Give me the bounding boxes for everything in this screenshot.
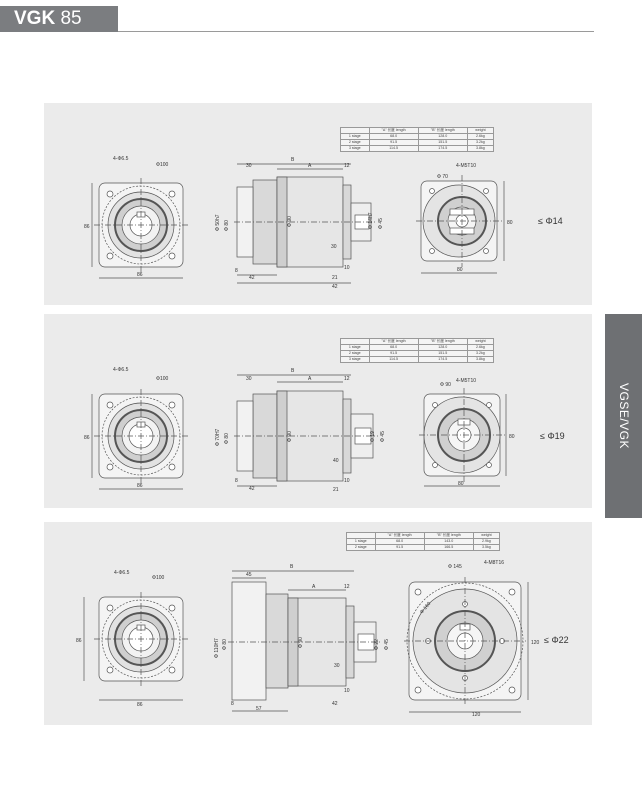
dim-10: 10 xyxy=(344,688,350,694)
dim-12: 12 xyxy=(344,163,350,169)
dim-42b: 42 xyxy=(332,284,338,290)
rear-view xyxy=(404,577,529,713)
side-view xyxy=(234,374,378,487)
dim-21: 21 xyxy=(332,275,338,281)
technical-drawing: 4-Φ6.5 Φ100 86 86 B A 30 12 Φ 50h7 Φ 80 … xyxy=(84,156,513,290)
pilot-dia: Φ 70H7 xyxy=(215,428,221,446)
pcd-label: Φ100 xyxy=(152,575,165,581)
side-dim: 86 xyxy=(76,638,82,644)
series-title: VGK 85 xyxy=(0,6,118,32)
bottom-dim: 86 xyxy=(137,272,143,278)
rear-view xyxy=(419,388,507,487)
dim-8: 8 xyxy=(235,478,238,484)
dia-90: Φ 90 xyxy=(287,216,293,227)
rear-bottom-dim: 120 xyxy=(472,712,481,718)
side-view xyxy=(234,163,376,284)
header-rule xyxy=(118,31,594,32)
dim-42: 42 xyxy=(332,701,338,707)
dim-30b: 30 xyxy=(331,244,337,250)
dim-10: 10 xyxy=(344,478,350,484)
dim-30: 30 xyxy=(334,663,340,669)
dia-90: Φ 90 xyxy=(287,431,293,442)
rear-bottom-dim: 80 xyxy=(457,267,463,273)
shaft-dia: Φ 14h7 xyxy=(368,212,374,229)
pcd-label: Φ100 xyxy=(156,376,169,382)
dim-b: B xyxy=(291,157,295,163)
technical-drawing: 4-Φ6.5 Φ100 86 86 B A 45 12 Φ 110H7 Φ 80… xyxy=(76,560,540,718)
shaft-note: ≤ Φ22 xyxy=(544,635,569,645)
dim-12: 12 xyxy=(344,376,350,382)
shaft-dia: Φ 19 xyxy=(370,431,376,442)
dim-8: 8 xyxy=(235,268,238,274)
dim-12: 12 xyxy=(344,584,350,590)
side-category-tab: VGSE/VGK xyxy=(605,314,642,518)
rear-side-dim: 80 xyxy=(507,220,513,226)
dim-45: 45 xyxy=(246,572,252,578)
tap-label: 4-M5T10 xyxy=(456,163,476,169)
rear-view xyxy=(416,175,505,274)
holes-label: 4-Φ6.5 xyxy=(114,570,130,576)
front-view xyxy=(83,592,188,701)
bottom-dim: 86 xyxy=(137,702,143,708)
side-dim: 86 xyxy=(84,224,90,230)
tap-label: 4-M8T16 xyxy=(484,560,504,566)
front-view xyxy=(91,389,188,490)
pilot-dia: Φ 110H7 xyxy=(214,638,220,658)
dia-80: Φ 80 xyxy=(224,220,230,231)
dia-70: Φ 70 xyxy=(437,174,448,180)
side-view xyxy=(228,570,381,712)
dim-21: 21 xyxy=(333,487,339,493)
holes-label: 4-Φ6.5 xyxy=(113,367,129,373)
shaft-note: ≤ Φ14 xyxy=(538,216,563,226)
dia-90: Φ 90 xyxy=(298,637,304,648)
dim-b: B xyxy=(291,368,295,374)
dia-45: Φ 45 xyxy=(380,431,386,442)
technical-drawing: 4-Φ6.5 Φ100 86 86 B A 30 12 Φ 70H7 Φ 80 … xyxy=(84,367,515,493)
dia-80: Φ 80 xyxy=(222,639,228,650)
dim-a: A xyxy=(312,584,316,590)
rear-side-dim: 120 xyxy=(531,640,540,646)
pcd-label: Φ100 xyxy=(156,162,169,168)
rear-bottom-dim: 80 xyxy=(458,481,464,487)
dim-30: 30 xyxy=(246,163,252,169)
pilot-dia: Φ 50h7 xyxy=(215,214,221,231)
shaft-note: ≤ Φ19 xyxy=(540,431,565,441)
dim-10: 10 xyxy=(344,265,350,271)
dim-a: A xyxy=(308,163,312,169)
side-dim: 86 xyxy=(84,435,90,441)
shaft-dia: Φ 22 xyxy=(374,639,380,650)
dim-42: 42 xyxy=(249,275,255,281)
dia-45: Φ 45 xyxy=(378,218,384,229)
dia-45: Φ 45 xyxy=(384,639,390,650)
dim-30: 30 xyxy=(246,376,252,382)
rear-side-dim: 80 xyxy=(509,434,515,440)
dim-57: 57 xyxy=(256,706,262,712)
dim-8: 8 xyxy=(231,701,234,707)
bottom-dim: 86 xyxy=(137,483,143,489)
dim-42: 42 xyxy=(249,486,255,492)
dim-b: B xyxy=(290,564,294,570)
holes-label: 4-Φ6.5 xyxy=(113,156,129,162)
front-view xyxy=(91,178,188,279)
dia-145: Φ 145 xyxy=(448,564,462,570)
tap-label: 4-M5T10 xyxy=(456,378,476,384)
dim-40: 40 xyxy=(333,458,339,464)
dia-90-rear: Φ 90 xyxy=(440,382,451,388)
dia-80: Φ 80 xyxy=(224,433,230,444)
dim-a: A xyxy=(308,376,312,382)
